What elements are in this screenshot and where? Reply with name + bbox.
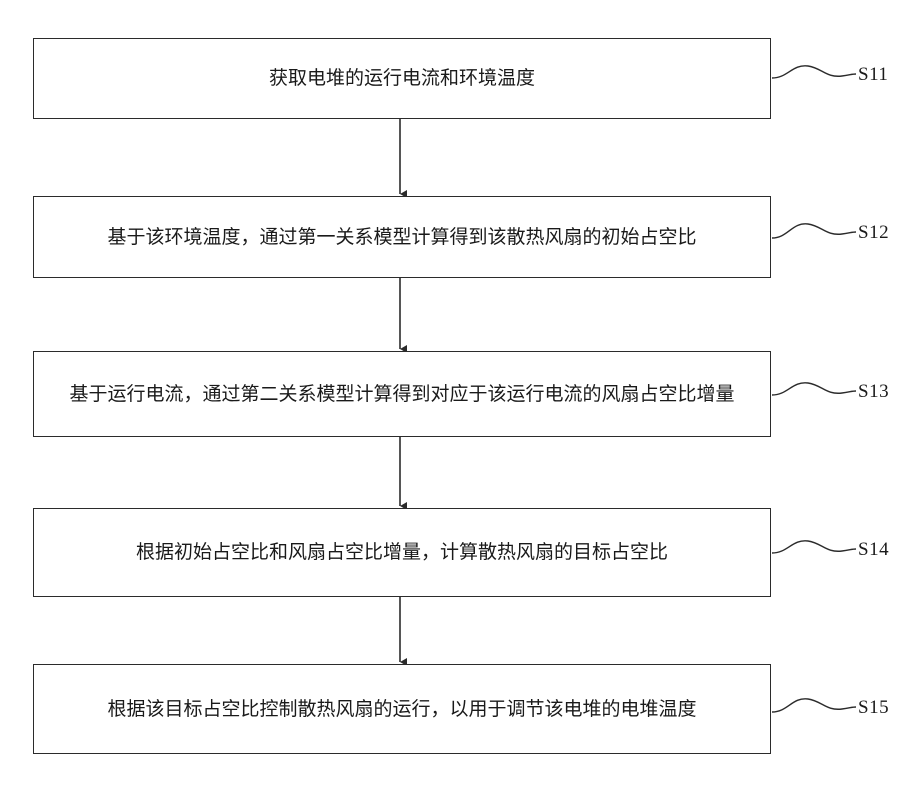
step-box-s12: 基于该环境温度，通过第一关系模型计算得到该散热风扇的初始占空比 [33,196,771,278]
step-text-s15: 根据该目标占空比控制散热风扇的运行，以用于调节该电堆的电堆温度 [107,696,696,723]
step-text-s13: 基于运行电流，通过第二关系模型计算得到对应于该运行电流的风扇占空比增量 [69,381,734,408]
leader-line-s13 [772,383,856,395]
step-box-s15: 根据该目标占空比控制散热风扇的运行，以用于调节该电堆的电堆温度 [33,664,771,754]
leader-line-s15 [772,699,856,712]
step-label-s11: S11 [858,64,888,86]
leader-line-s12 [772,224,856,238]
step-label-s14: S14 [858,539,889,561]
step-text-s11: 获取电堆的运行电流和环境温度 [269,65,535,92]
step-box-s13: 基于运行电流，通过第二关系模型计算得到对应于该运行电流的风扇占空比增量 [33,351,771,437]
step-label-s12: S12 [858,222,889,244]
step-box-s11: 获取电堆的运行电流和环境温度 [33,38,771,119]
step-label-s13: S13 [858,381,889,403]
leader-line-s14 [772,541,856,553]
step-text-s12: 基于该环境温度，通过第一关系模型计算得到该散热风扇的初始占空比 [107,224,696,251]
step-text-s14: 根据初始占空比和风扇占空比增量，计算散热风扇的目标占空比 [136,539,668,566]
step-box-s14: 根据初始占空比和风扇占空比增量，计算散热风扇的目标占空比 [33,508,771,597]
leader-line-s11 [772,66,856,78]
step-label-s15: S15 [858,697,889,719]
